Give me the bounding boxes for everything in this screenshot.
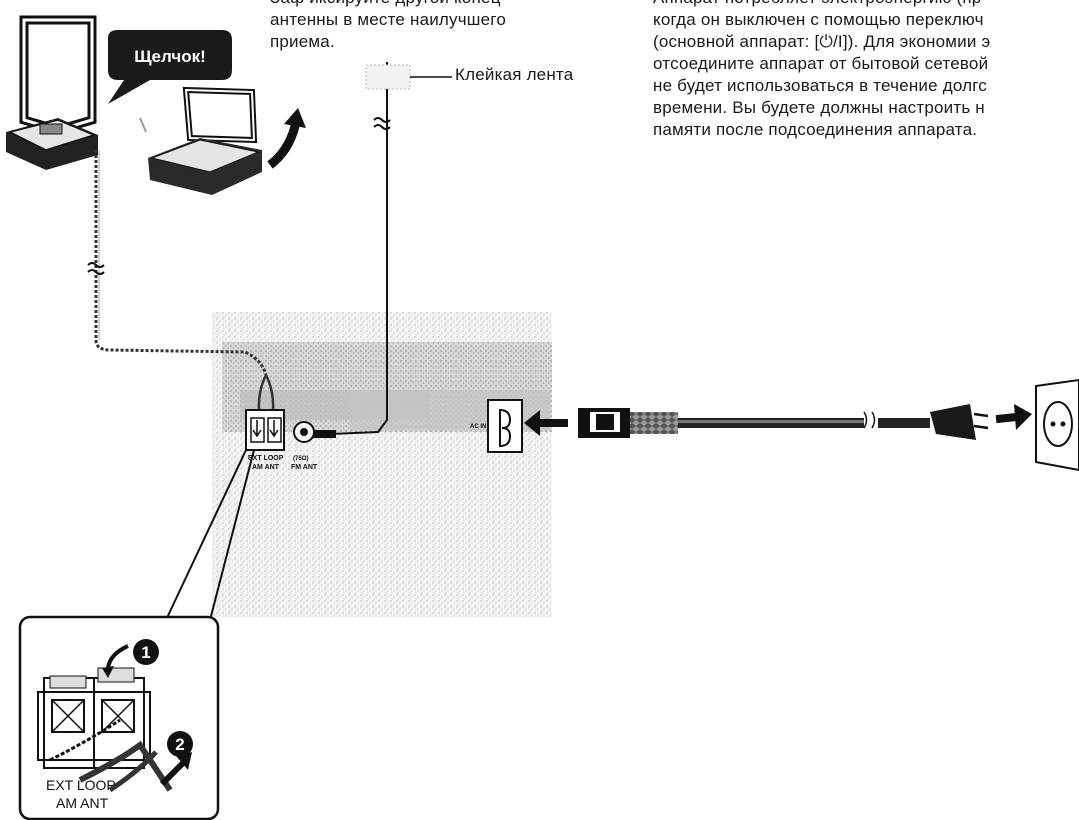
right-text-line: памяти после подсоединения аппарата. [653,120,978,139]
fm-antenna-wire [312,62,391,438]
panel-ext-loop-label: EXT LOOP [248,455,284,462]
power-consumption-note: Аппарат потребляет электроэнергию (пр ко… [653,0,990,141]
panel-am-ant-label: AM ANT [252,464,280,471]
step-1-number: 1 [141,643,150,662]
adhesive-tape-label: Клейкая лента [455,65,574,84]
insert-arrow-icon [524,410,568,436]
right-text-line: Аппарат потребляет электроэнергию (пр [653,0,990,9]
zoom-indicator-lines [165,449,255,621]
am-terminals: EXT LOOP AM ANT [245,409,285,471]
plug-arrow-icon [995,404,1032,430]
wall-outlet [1035,378,1079,472]
fm-terminal: (75Ω) FM ANT [291,421,318,471]
terminal-detail-inset: 1 2 EXT LOOP AM ANT [18,615,220,820]
click-callout-text: Щелчок! [134,47,206,66]
adhesive-tape [365,64,452,90]
am-loop-antenna [6,15,98,170]
left-text-line: Заф иксируйте другой конец [270,0,506,9]
inset-am-ant-label: AM ANT [56,795,109,811]
panel-fm-ohm-label: (75Ω) [293,456,308,462]
ac-power-cord [578,404,989,440]
am-antenna-cable [87,150,275,421]
inset-ext-loop-label: EXT LOOP [46,777,116,793]
antenna-placement-instruction: Заф иксируйте другой конец антенны в мес… [270,0,506,53]
step-2-number: 2 [175,735,184,754]
right-text-line: не будет использоваться в течение долгс [653,76,987,95]
panel-ac-in-label: AC IN [470,424,486,430]
left-text-line: приема. [270,32,335,51]
step-1-marker [133,639,159,665]
right-text-line: когда он выключен с помощью переключ [653,10,984,29]
panel-fm-ant-label: FM ANT [291,464,318,471]
right-text-line: (основной аппарат: [⏻/I]). Для экономии … [653,32,991,51]
click-speech-bubble: Щелчок! [108,30,232,104]
ac-in-socket: AC IN [470,399,523,453]
right-text-line: времени. Вы будете должны настроить н [653,98,985,117]
am-loop-antenna-folded [139,86,262,195]
left-text-line: антенны в месте наилучшего [270,10,506,29]
rotate-arrow-icon [267,108,306,169]
step-2-marker [167,731,193,757]
right-text-line: отсоедините аппарат от бытовой сетевой [653,54,989,73]
unit-rear-panel [212,312,552,617]
